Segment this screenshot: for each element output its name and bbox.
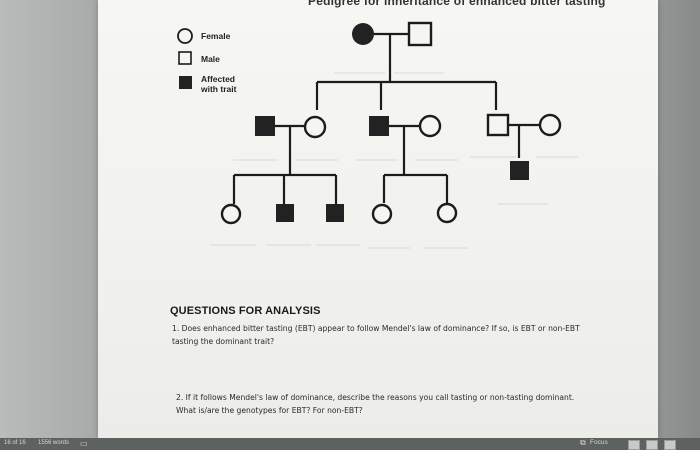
pedigree-individual-I2-male [409,23,431,45]
question-1-text: 1. Does enhanced bitter tasting (EBT) ap… [172,322,602,348]
legend-male-symbol [179,52,191,64]
focus-icon[interactable]: ⧉ [580,438,586,448]
proofing-icon[interactable]: ▭ [80,439,88,448]
pedigree-individual-III1-female [222,205,240,223]
legend-female-label: Female [201,31,231,41]
pedigree-individual-III2-affected-male [276,204,294,222]
read-mode-button[interactable] [628,440,640,450]
pedigree-individual-III5-female [438,204,456,222]
questions-heading: QUESTIONS FOR ANALYSIS [170,305,321,317]
pedigree-individual-II1-affected-male [255,116,275,136]
pedigree-individual-III4-female [373,205,391,223]
pedigree-individual-II3-affected-male [369,116,389,136]
print-layout-button[interactable] [646,440,658,450]
answer-lines [210,73,578,248]
document-page: Pedigree for inheritance of enhanced bit… [98,0,658,438]
word-count[interactable]: 1556 words [38,440,69,446]
pedigree-individual-III6-affected-male [510,161,529,180]
legend-affected-symbol [179,76,192,89]
web-layout-button[interactable] [664,440,676,450]
word-status-bar: 16 of 16 1556 words ▭ ⧉ Focus [0,438,700,450]
legend-affected-label-line2: with trait [200,84,237,94]
legend-female-symbol [178,29,192,43]
question-2-text: 2. If it follows Mendel's law of dominan… [176,391,596,417]
legend-male-label: Male [201,54,220,64]
pedigree-individual-III3-affected-male [326,204,344,222]
pedigree-individual-I1-affected-female [352,23,374,45]
pedigree-individual-II4-female [420,116,440,136]
focus-button[interactable]: Focus [590,439,608,446]
page-count[interactable]: 16 of 16 [4,440,26,446]
pedigree-individual-II2-female [305,117,325,137]
legend-affected-label-line1: Affected [201,74,235,84]
pedigree-chart: Female Male Affected with trait [98,0,658,300]
background-desk-left [0,0,100,450]
pedigree-individual-II6-female [540,115,560,135]
pedigree-individual-II5-male [488,115,508,135]
